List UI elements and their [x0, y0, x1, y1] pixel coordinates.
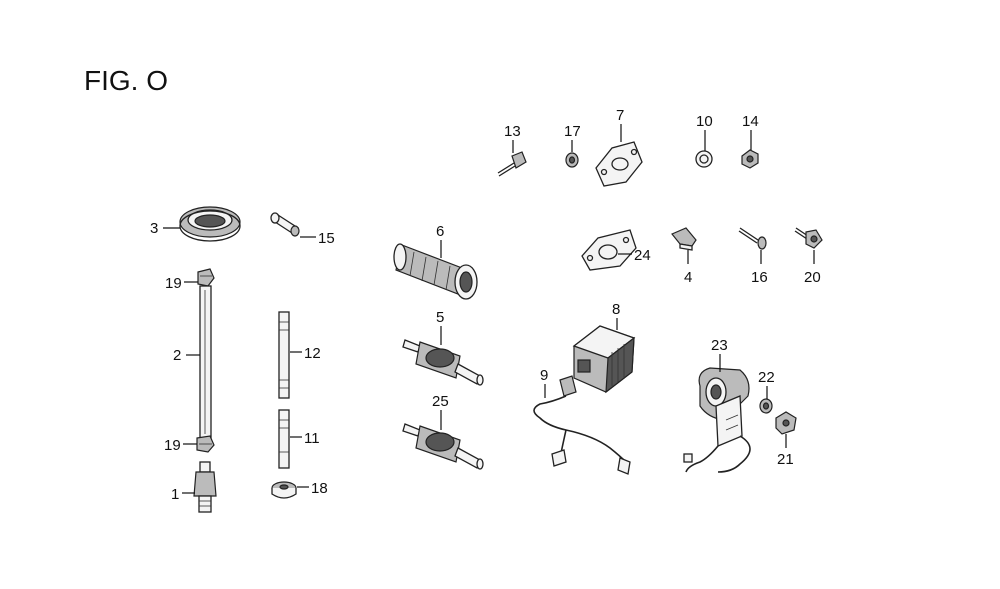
callout-17: 17	[564, 123, 581, 140]
callout-10: 10	[696, 113, 713, 130]
part-23-bracket-cable	[683, 367, 751, 473]
callout-22: 22	[758, 369, 775, 386]
callout-7: 7	[616, 107, 624, 124]
part-13-bolt	[497, 151, 527, 177]
part-20-bolt	[794, 227, 823, 249]
part-14-nut	[741, 149, 759, 169]
figure-title: FIG. O	[84, 65, 168, 96]
callout-4: 4	[684, 269, 692, 286]
callout-19a: 19	[165, 275, 182, 292]
part-11-short-stud	[278, 409, 290, 469]
callout-2: 2	[173, 347, 181, 364]
part-16-screw	[738, 227, 767, 250]
part-3-seal-ring	[179, 206, 241, 242]
part-17-nut	[565, 152, 579, 168]
callout-13: 13	[504, 123, 521, 140]
callout-1: 1	[171, 486, 179, 503]
callout-12: 12	[304, 345, 321, 362]
part-25-valve	[402, 423, 484, 470]
part-19-upper-nut	[197, 268, 215, 287]
callout-16: 16	[751, 269, 768, 286]
callout-8: 8	[612, 301, 620, 318]
part-6-grip-sleeve	[393, 243, 478, 300]
callout-5: 5	[436, 309, 444, 326]
part-2-long-rod	[199, 285, 212, 439]
part-19-lower-nut	[196, 435, 215, 453]
part-15-pin	[270, 212, 300, 237]
callout-3: 3	[150, 220, 158, 237]
part-5-valve	[402, 339, 484, 386]
part-21-flange-nut	[775, 411, 797, 435]
callout-24: 24	[634, 247, 651, 264]
part-8-regulator	[572, 325, 636, 394]
callout-21: 21	[777, 451, 794, 468]
callout-15: 15	[318, 230, 335, 247]
callout-20: 20	[804, 269, 821, 286]
part-10-washer	[695, 150, 713, 168]
part-7-gasket-plate	[595, 141, 643, 187]
callout-18: 18	[311, 480, 328, 497]
part-24-gasket	[581, 229, 637, 271]
callout-9: 9	[540, 367, 548, 384]
part-18-cap-nut	[271, 481, 297, 499]
callout-11: 11	[304, 430, 320, 447]
callout-25: 25	[432, 393, 449, 410]
callout-6: 6	[436, 223, 444, 240]
part-12-stud	[278, 311, 290, 399]
callout-14: 14	[742, 113, 759, 130]
part-9-harness	[533, 375, 631, 475]
callout-23: 23	[711, 337, 728, 354]
part-22-small-nut	[759, 398, 773, 414]
callout-19b: 19	[164, 437, 181, 454]
part-4-clip	[671, 227, 697, 251]
part-1-fitting	[193, 461, 217, 513]
